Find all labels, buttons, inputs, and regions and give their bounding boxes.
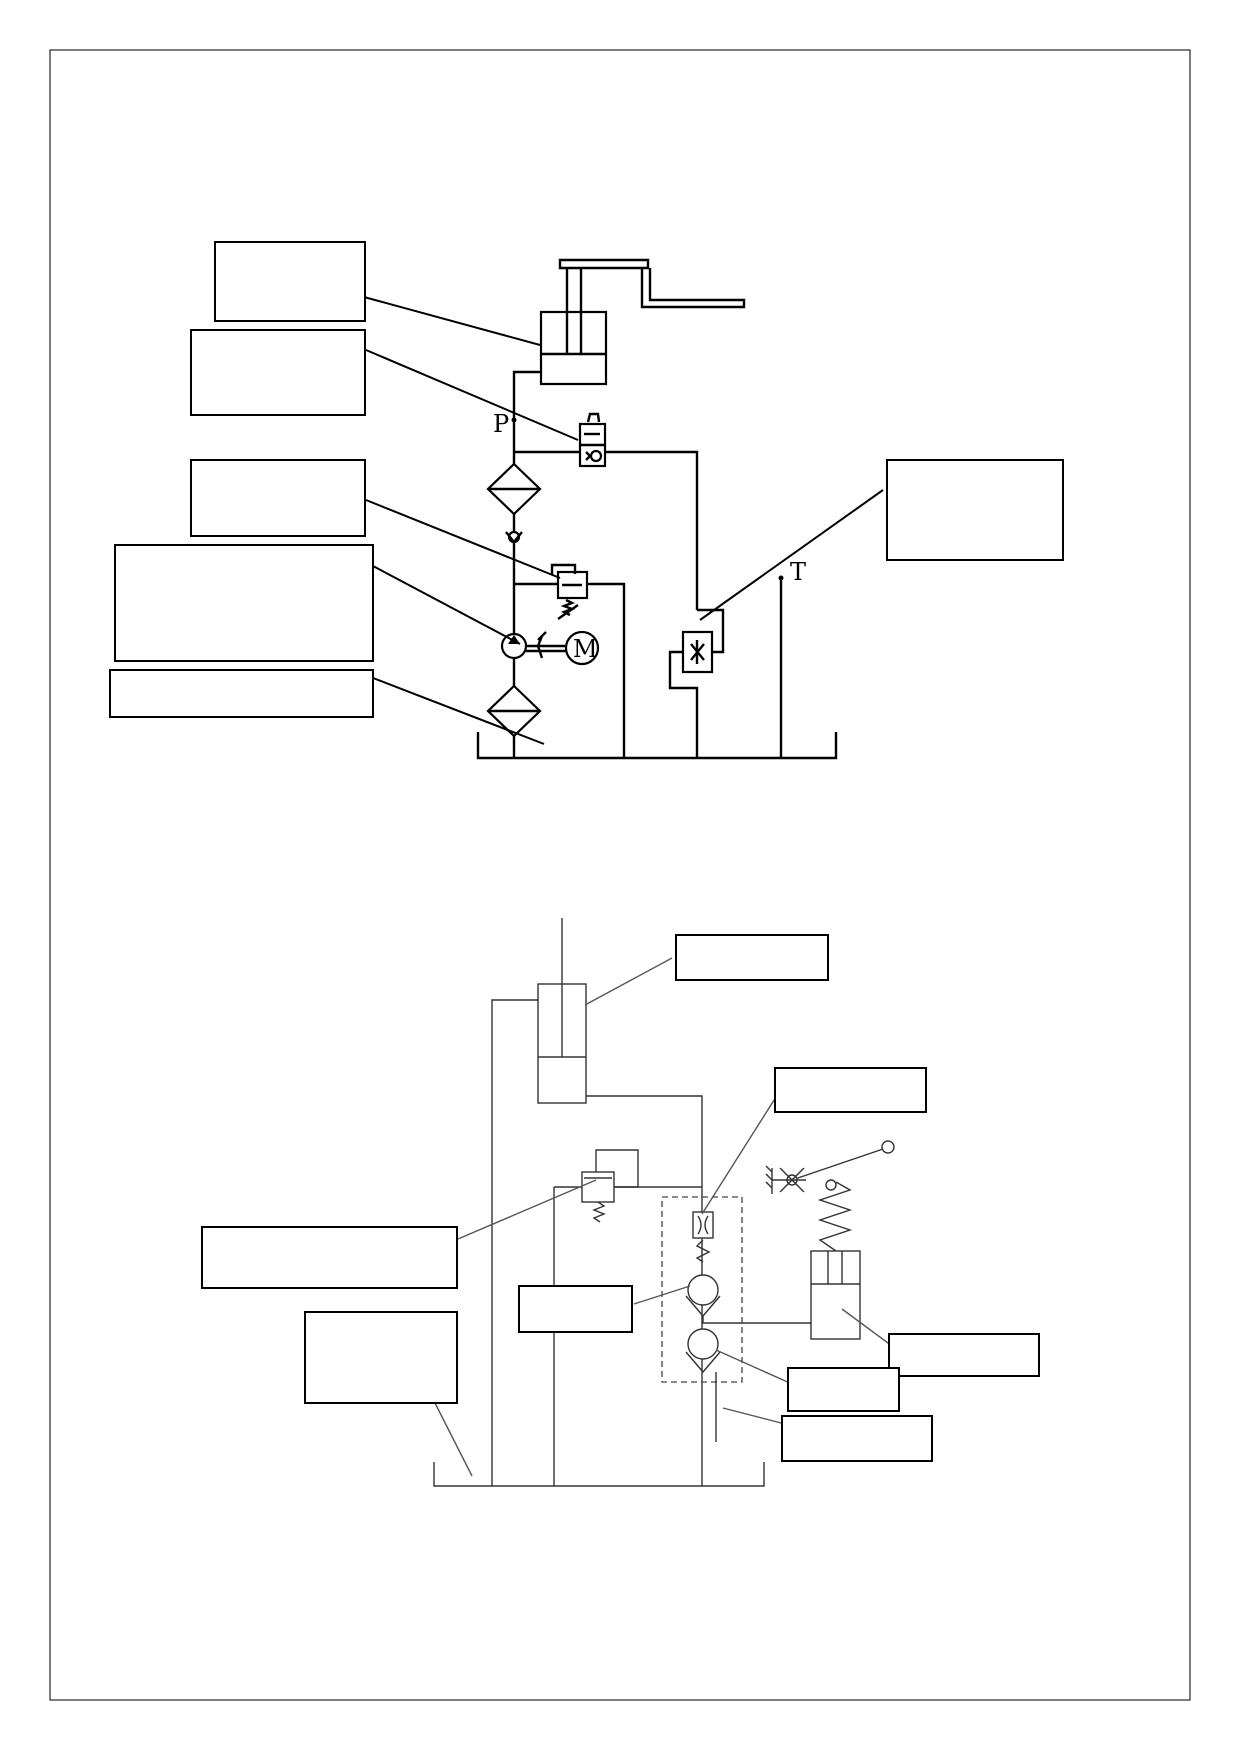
throttle-orifice <box>692 1211 714 1263</box>
callout-box <box>190 329 366 416</box>
callout-box <box>774 1067 927 1113</box>
callout-box <box>886 459 1064 561</box>
pump-link-line <box>702 1316 814 1324</box>
lift-arm <box>558 258 650 270</box>
callout-leader <box>434 1402 473 1477</box>
callout-box <box>114 544 374 662</box>
lift-cylinder <box>539 268 608 386</box>
callout-leader <box>841 1308 893 1347</box>
callout-box <box>888 1333 1040 1377</box>
reservoir-tank <box>476 732 838 760</box>
callout-leader <box>584 957 673 1006</box>
callout-box <box>201 1226 458 1289</box>
callout-box <box>190 459 366 537</box>
flow-control-valve <box>668 608 725 758</box>
callout-leader <box>363 296 541 346</box>
callout-box <box>109 669 374 718</box>
callout-leader <box>701 1096 777 1215</box>
pump-check-valve <box>505 530 523 544</box>
hand-lever <box>765 1140 895 1194</box>
page-frame <box>49 49 1191 1701</box>
motor-letter: M <box>573 635 598 663</box>
pump-and-motor: M <box>500 630 600 666</box>
reservoir-tank-2 <box>433 1462 765 1487</box>
callout-leader <box>372 677 545 745</box>
hand-pump-cylinder <box>810 1181 861 1340</box>
pressure-line <box>512 370 541 758</box>
valve-branch-line <box>514 450 699 610</box>
pressure-port-label: P <box>493 410 509 438</box>
tank-port-dot <box>778 575 784 581</box>
lift-fork <box>640 268 746 309</box>
relief-line <box>514 582 626 758</box>
callout-leader <box>715 1349 793 1385</box>
callout-box <box>214 241 366 322</box>
diagram-2-hand-pump-circuit <box>201 918 1040 1487</box>
callout-leader <box>365 349 579 441</box>
callout-box <box>518 1285 633 1333</box>
callout-leader <box>722 1407 786 1425</box>
tank-port-label: T <box>790 558 806 586</box>
upper-check-valve <box>685 1274 721 1318</box>
callout-box <box>787 1367 900 1412</box>
relief-valve-2 <box>581 1149 639 1223</box>
callout-leader <box>372 565 521 645</box>
callout-box <box>675 934 829 981</box>
lower-check-valve <box>685 1328 721 1374</box>
callout-leader <box>633 1285 691 1305</box>
callout-leader <box>457 1179 597 1240</box>
callout-leader <box>365 499 561 579</box>
hand-pump-block <box>661 1196 743 1383</box>
relief-valve <box>550 563 589 620</box>
callout-box <box>781 1415 933 1462</box>
callout-leader <box>699 489 884 621</box>
pressure-port-dot <box>511 417 517 423</box>
pressure-filter <box>486 462 542 516</box>
suction-filter <box>486 684 542 738</box>
callout-box <box>304 1311 458 1404</box>
solenoid-check-valve <box>578 412 607 468</box>
single-acting-cylinder <box>537 918 587 1104</box>
diagram-1-hydraulic-lift-circuit: P <box>109 241 1064 760</box>
cylinder-return-line <box>491 999 538 1486</box>
